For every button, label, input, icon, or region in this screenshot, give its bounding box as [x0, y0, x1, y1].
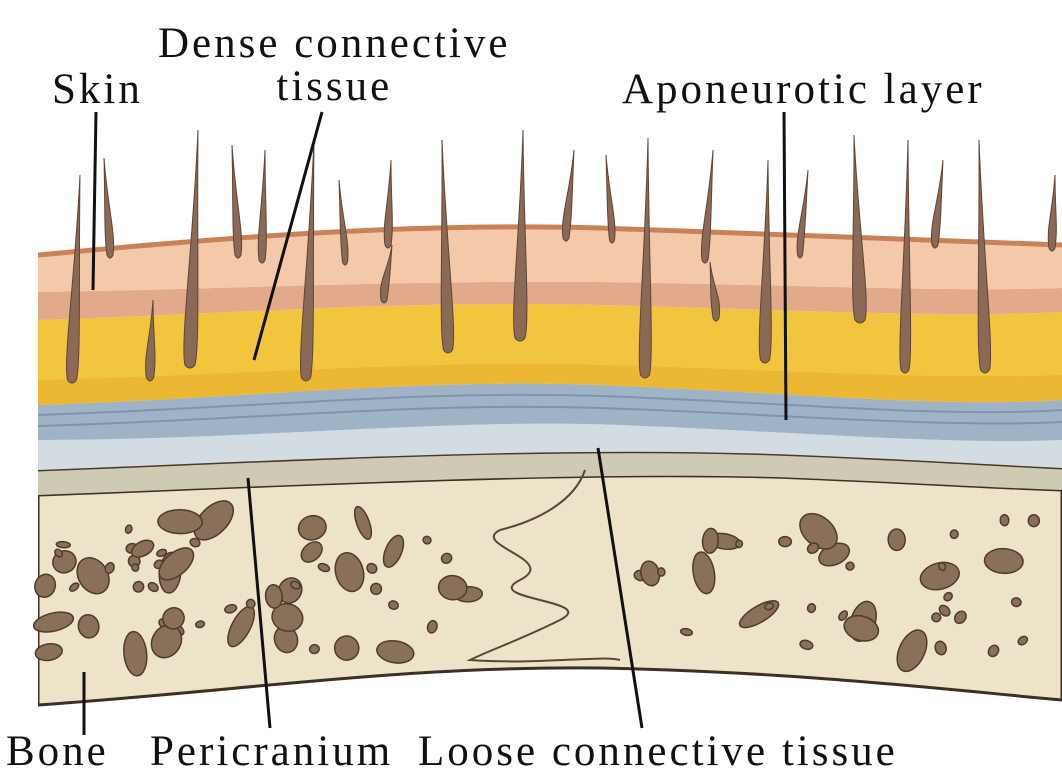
- bone-cavity: [950, 530, 959, 539]
- dense-connective-label-line2: tissue: [158, 65, 510, 108]
- hair-shaft: [384, 160, 392, 248]
- loose-connective-label: Loose connective tissue: [418, 730, 898, 773]
- hair-shaft: [1048, 175, 1056, 251]
- hair-shaft: [232, 145, 242, 258]
- pericranium-label: Pericranium: [150, 730, 393, 773]
- dense-connective-label: Dense connective tissue: [158, 22, 510, 108]
- aponeurotic-label: Aponeurotic layer: [622, 68, 985, 111]
- bone-cavity: [56, 541, 70, 548]
- aponeurotic-leader-line: [784, 112, 786, 420]
- bone-cavity: [932, 613, 941, 622]
- bone-cavity: [370, 583, 382, 595]
- bone-cavity: [1000, 514, 1009, 525]
- dense-connective-label-line1: Dense connective: [158, 22, 510, 65]
- bone-cavity: [779, 536, 792, 546]
- hair-shaft: [853, 135, 867, 323]
- hair-shaft: [931, 160, 943, 248]
- hair-shaft: [104, 158, 114, 258]
- bone-cavity: [158, 509, 203, 534]
- bone-cavity: [1028, 515, 1040, 527]
- bone-label: Bone: [6, 730, 109, 773]
- bone-cavity: [888, 529, 906, 551]
- hair-shaft: [258, 150, 266, 263]
- skin-label: Skin: [52, 68, 143, 111]
